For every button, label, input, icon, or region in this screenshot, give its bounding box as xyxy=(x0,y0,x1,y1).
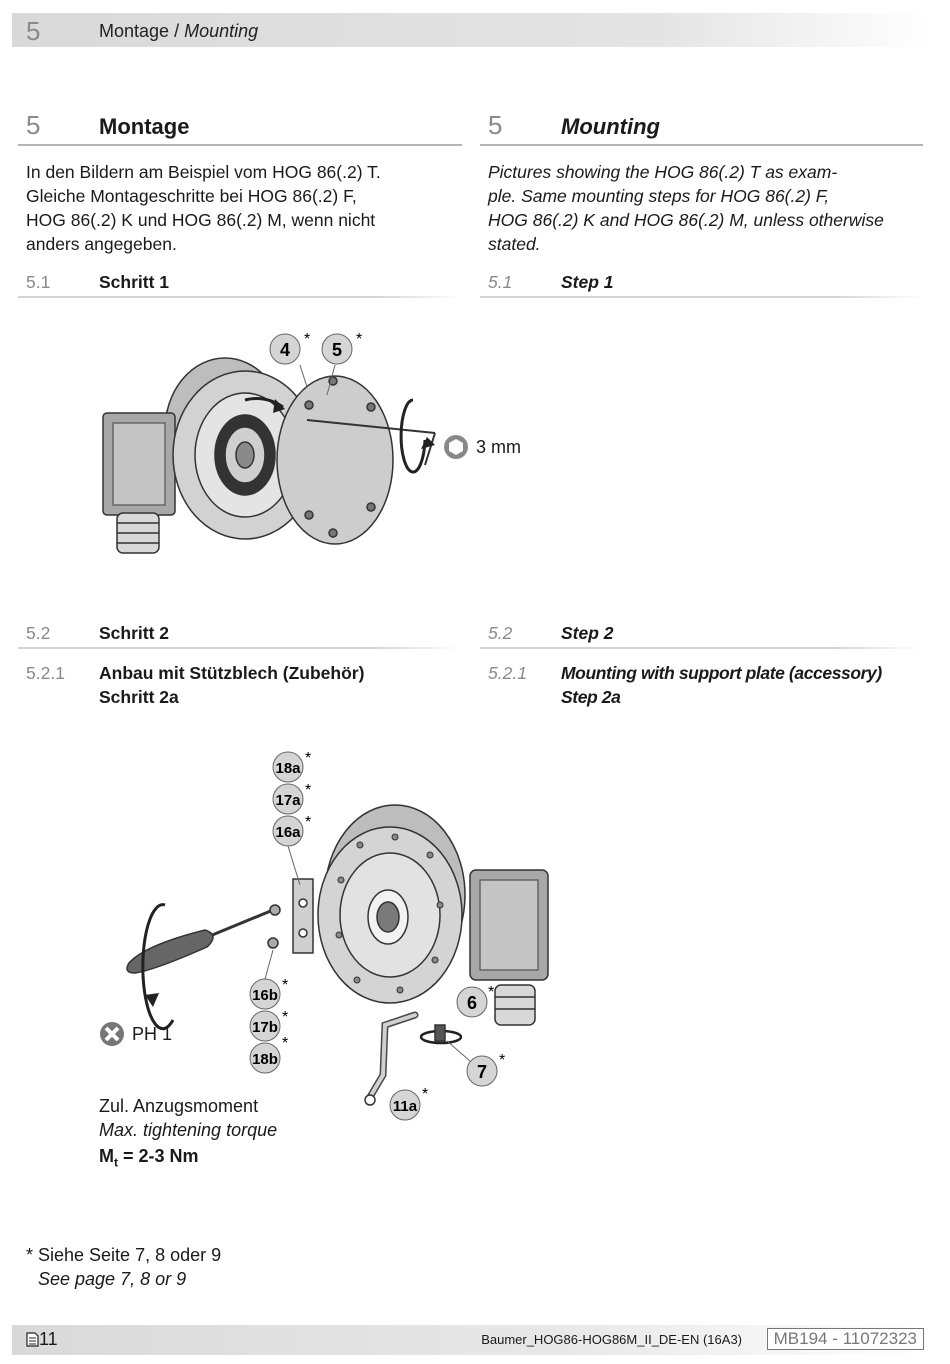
document-icon xyxy=(26,1332,39,1347)
intro-paragraph-en: Pictures showing the HOG 86(.2) T as exa… xyxy=(488,162,884,254)
svg-text:*: * xyxy=(305,750,311,767)
step2a-title-en: Mounting with support plate (accessory) … xyxy=(561,663,882,707)
svg-text:7: 7 xyxy=(477,1062,487,1082)
svg-text:16b: 16b xyxy=(252,987,278,1004)
rotation-arrow-icon xyxy=(141,903,175,1031)
callout-11a: 11a * xyxy=(389,1086,428,1121)
step2-rule-en xyxy=(480,647,923,649)
svg-text:4: 4 xyxy=(280,340,290,360)
svg-text:18a: 18a xyxy=(275,760,301,777)
svg-text:*: * xyxy=(282,1009,288,1026)
step1-title-de: Schritt 1 xyxy=(99,272,170,292)
svg-text:17a: 17a xyxy=(275,792,301,809)
callout-16b: 16b * xyxy=(249,977,288,1010)
step1-rule-en xyxy=(480,296,923,298)
step2-number-en: 5.2 xyxy=(488,623,513,643)
hex-socket-icon xyxy=(444,435,468,459)
step1-number-en: 5.1 xyxy=(488,272,513,292)
section-number-en: 5 xyxy=(488,110,503,140)
step2-title-de: Schritt 2 xyxy=(99,623,170,643)
svg-text:*: * xyxy=(304,331,310,348)
header-title: Montage / Mounting xyxy=(99,21,259,41)
callout-18a: 18a * xyxy=(272,750,311,783)
svg-text:*: * xyxy=(499,1052,505,1069)
grounding-strap xyxy=(364,1011,463,1106)
step2-number-de: 5.2 xyxy=(26,623,51,643)
svg-text:18b: 18b xyxy=(252,1051,278,1068)
page-header: 5 Montage / Mounting xyxy=(12,13,932,47)
svg-text:*: * xyxy=(305,814,311,831)
figure-step1-illustration: 4 * 5 * xyxy=(102,331,436,554)
rotation-arrow-icon xyxy=(399,398,427,474)
footnote: * Siehe Seite 7, 8 oder 9 See page 7, 8 … xyxy=(26,1245,222,1289)
hex-key-icon xyxy=(306,419,436,466)
page-number: 11 xyxy=(26,1329,58,1350)
svg-text:*: * xyxy=(305,782,311,799)
figure-step2a-illustration: 18a * 17a * 16a * 16b * 17b * 18b * 6 * … xyxy=(126,750,549,1121)
phillips-bit-icon xyxy=(100,1022,124,1046)
callout-17b: 17b * xyxy=(249,1009,288,1042)
document-code: MB194 - 11072323 xyxy=(766,1328,924,1350)
step2-title-en: Step 2 xyxy=(561,623,614,643)
svg-text:6: 6 xyxy=(467,993,477,1013)
step1-title-en: Step 1 xyxy=(561,272,614,292)
step2a-number-de: 5.2.1 xyxy=(26,663,65,683)
section-rule-en xyxy=(480,144,923,146)
encoder-housing xyxy=(102,357,318,554)
callout-6: 6 * xyxy=(456,984,494,1018)
step1-number-de: 5.1 xyxy=(26,272,51,292)
section-rule-de xyxy=(18,144,462,146)
page-footer: 11 Baumer_HOG86-HOG86M_II_DE-EN (16A3) M… xyxy=(12,1325,932,1355)
svg-text:*: * xyxy=(282,1035,288,1052)
header-chapter-number: 5 xyxy=(26,16,41,46)
callout-17a: 17a * xyxy=(272,782,311,815)
document-name: Baumer_HOG86-HOG86M_II_DE-EN (16A3) xyxy=(481,1332,742,1347)
callout-16a: 16a * xyxy=(272,814,311,847)
section-title-de: Montage xyxy=(99,114,190,139)
step2-rule-de xyxy=(18,647,462,649)
svg-text:*: * xyxy=(422,1086,428,1103)
callout-5: 5 * xyxy=(321,331,362,365)
mounting-bolts xyxy=(335,833,444,994)
screwdriver-icon xyxy=(126,904,281,974)
callout-7: 7 * xyxy=(466,1052,505,1087)
cover-plate xyxy=(276,375,394,545)
support-plate xyxy=(292,878,314,954)
screwdriver-size-label: PH 1 xyxy=(132,1024,173,1044)
svg-text:5: 5 xyxy=(332,340,342,360)
svg-text:11a: 11a xyxy=(393,1098,418,1115)
svg-text:*: * xyxy=(356,331,362,348)
step1-rule-de xyxy=(18,296,462,298)
svg-text:*: * xyxy=(488,984,494,1001)
torque-note: Zul. Anzugsmoment Max. tightening torque… xyxy=(99,1096,278,1170)
encoder-housing xyxy=(317,804,549,1026)
svg-text:16a: 16a xyxy=(275,824,301,841)
section-number-de: 5 xyxy=(26,110,41,140)
step2a-title-de: Anbau mit Stützblech (Zubehör) Schritt 2… xyxy=(99,663,365,707)
callout-18b: 18b * xyxy=(249,1035,288,1074)
tool-size-label: 3 mm xyxy=(476,437,521,457)
intro-paragraph-de: In den Bildern am Beispiel vom HOG 86(.2… xyxy=(26,162,381,254)
callout-4: 4 * xyxy=(269,331,310,365)
step2a-number-en: 5.2.1 xyxy=(488,663,527,683)
svg-text:*: * xyxy=(282,977,288,994)
section-title-en: Mounting xyxy=(561,114,660,139)
svg-text:17b: 17b xyxy=(252,1019,278,1036)
